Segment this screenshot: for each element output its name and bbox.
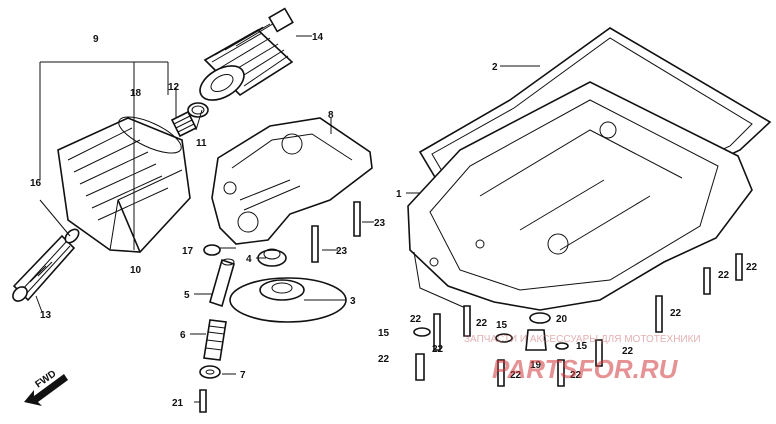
callout-11: 11 — [196, 138, 207, 149]
bolt-22h — [557, 359, 565, 387]
spring-12 — [170, 110, 198, 138]
bolt-22g — [497, 359, 505, 387]
washer-7 — [199, 365, 221, 379]
pump-body — [211, 117, 373, 245]
washer-15a — [413, 327, 431, 337]
callout-19: 19 — [530, 360, 542, 371]
callout-22-6: 22 — [570, 370, 582, 381]
callout-12: 12 — [168, 82, 180, 93]
callout-6: 6 — [180, 330, 186, 341]
callout-2: 2 — [492, 62, 498, 73]
callout-8: 8 — [328, 110, 334, 121]
watermark: ЗАПЧАСТИ И АКСЕССУАРЫ ДЛЯ МОТОТЕХНИКИ PA… — [464, 334, 701, 384]
oil-strainer — [12, 228, 80, 302]
callout-10: 10 — [130, 265, 142, 276]
callout-14: 14 — [312, 32, 324, 43]
forward-direction-indicator: FWD — [24, 368, 68, 406]
o-ring-17 — [203, 244, 221, 256]
callout-9: 9 — [93, 34, 99, 45]
callout-15a: 15 — [378, 328, 390, 339]
callout-4: 4 — [246, 254, 252, 265]
callout-1: 1 — [396, 189, 402, 200]
washer-15b — [495, 333, 513, 343]
callout-22-5: 22 — [510, 370, 522, 381]
callout-22-7: 22 — [622, 346, 634, 357]
washer-20 — [529, 312, 551, 324]
callout-22-3: 22 — [476, 318, 488, 329]
forward-arrow-icon — [24, 374, 68, 406]
callout-labels: 1 2 3 4 5 6 7 8 9 10 11 12 13 14 15 15 1… — [30, 32, 758, 409]
callout-15b: 15 — [496, 320, 508, 331]
callout-22-9: 22 — [718, 270, 730, 281]
callout-15c: 15 — [576, 341, 588, 352]
callout-5: 5 — [184, 290, 190, 301]
drain-bolt-19 — [525, 329, 547, 351]
callout-7: 7 — [240, 370, 246, 381]
callout-22-1: 22 — [410, 314, 422, 325]
callout-22-4: 22 — [432, 344, 444, 355]
callout-13: 13 — [40, 310, 52, 321]
leader-lines — [35, 35, 540, 403]
callout-22-10: 22 — [746, 262, 758, 273]
bolt-22a — [703, 267, 711, 295]
bolt-22b — [735, 253, 743, 281]
callout-22-8: 22 — [670, 308, 682, 319]
callout-23b: 23 — [336, 246, 348, 257]
callout-18: 18 — [130, 88, 142, 99]
bolt-22f — [415, 353, 425, 381]
callout-21: 21 — [172, 398, 184, 409]
bolt-21 — [199, 389, 207, 413]
bolt-22i — [595, 339, 603, 367]
bolt-23a — [311, 225, 319, 263]
bolt-22c — [655, 295, 663, 333]
callout-3: 3 — [350, 296, 356, 307]
callout-22-2: 22 — [378, 354, 390, 365]
washer-15c — [555, 342, 569, 350]
oil-pan — [407, 81, 753, 311]
callout-16: 16 — [30, 178, 42, 189]
callout-23a: 23 — [374, 218, 386, 229]
watermark-brand: PARTSFOR.RU — [492, 354, 679, 384]
collar-4 — [257, 248, 287, 267]
callout-17: 17 — [182, 246, 194, 257]
callout-20: 20 — [556, 314, 568, 325]
pipe-5 — [209, 258, 235, 308]
watermark-tagline: ЗАПЧАСТИ И АКСЕССУАРЫ ДЛЯ МОТОТЕХНИКИ — [464, 334, 701, 345]
spring-6 — [203, 319, 227, 361]
bolt-22d — [433, 313, 441, 351]
oil-filter — [199, 7, 294, 101]
filter-housing — [57, 116, 191, 253]
o-ring-11 — [187, 102, 209, 118]
bolt-23b — [353, 201, 361, 237]
bolt-22e — [463, 305, 471, 337]
